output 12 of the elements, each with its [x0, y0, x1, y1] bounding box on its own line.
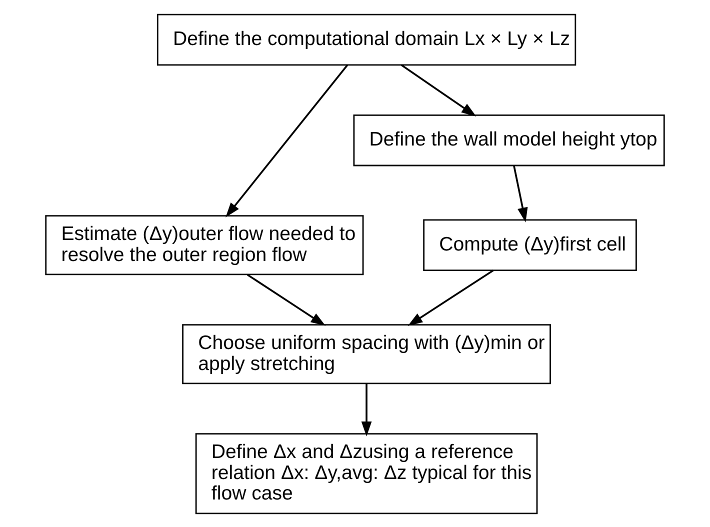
arrow	[361, 383, 372, 436]
node-box: Choose uniform spacing with (Δy)min or apply stretching	[182, 324, 551, 384]
arrow	[246, 273, 326, 326]
node-box: Define Δx and Δzusing a reference relation Δx: Δy,avg: Δz typical for this flow case	[195, 432, 538, 514]
arrow	[513, 165, 528, 222]
node-box: Compute (Δy)first cell	[423, 218, 637, 270]
node-box: Estimate (Δy)outer flow needed to resolve the outer region flow	[45, 214, 364, 275]
arrow	[408, 269, 494, 326]
arrow	[400, 64, 476, 116]
arrow	[226, 64, 348, 217]
node-box: Define the wall model height ytop	[353, 114, 665, 166]
node-box: Define the computational domain Lx × Ly × Lz	[156, 13, 576, 66]
